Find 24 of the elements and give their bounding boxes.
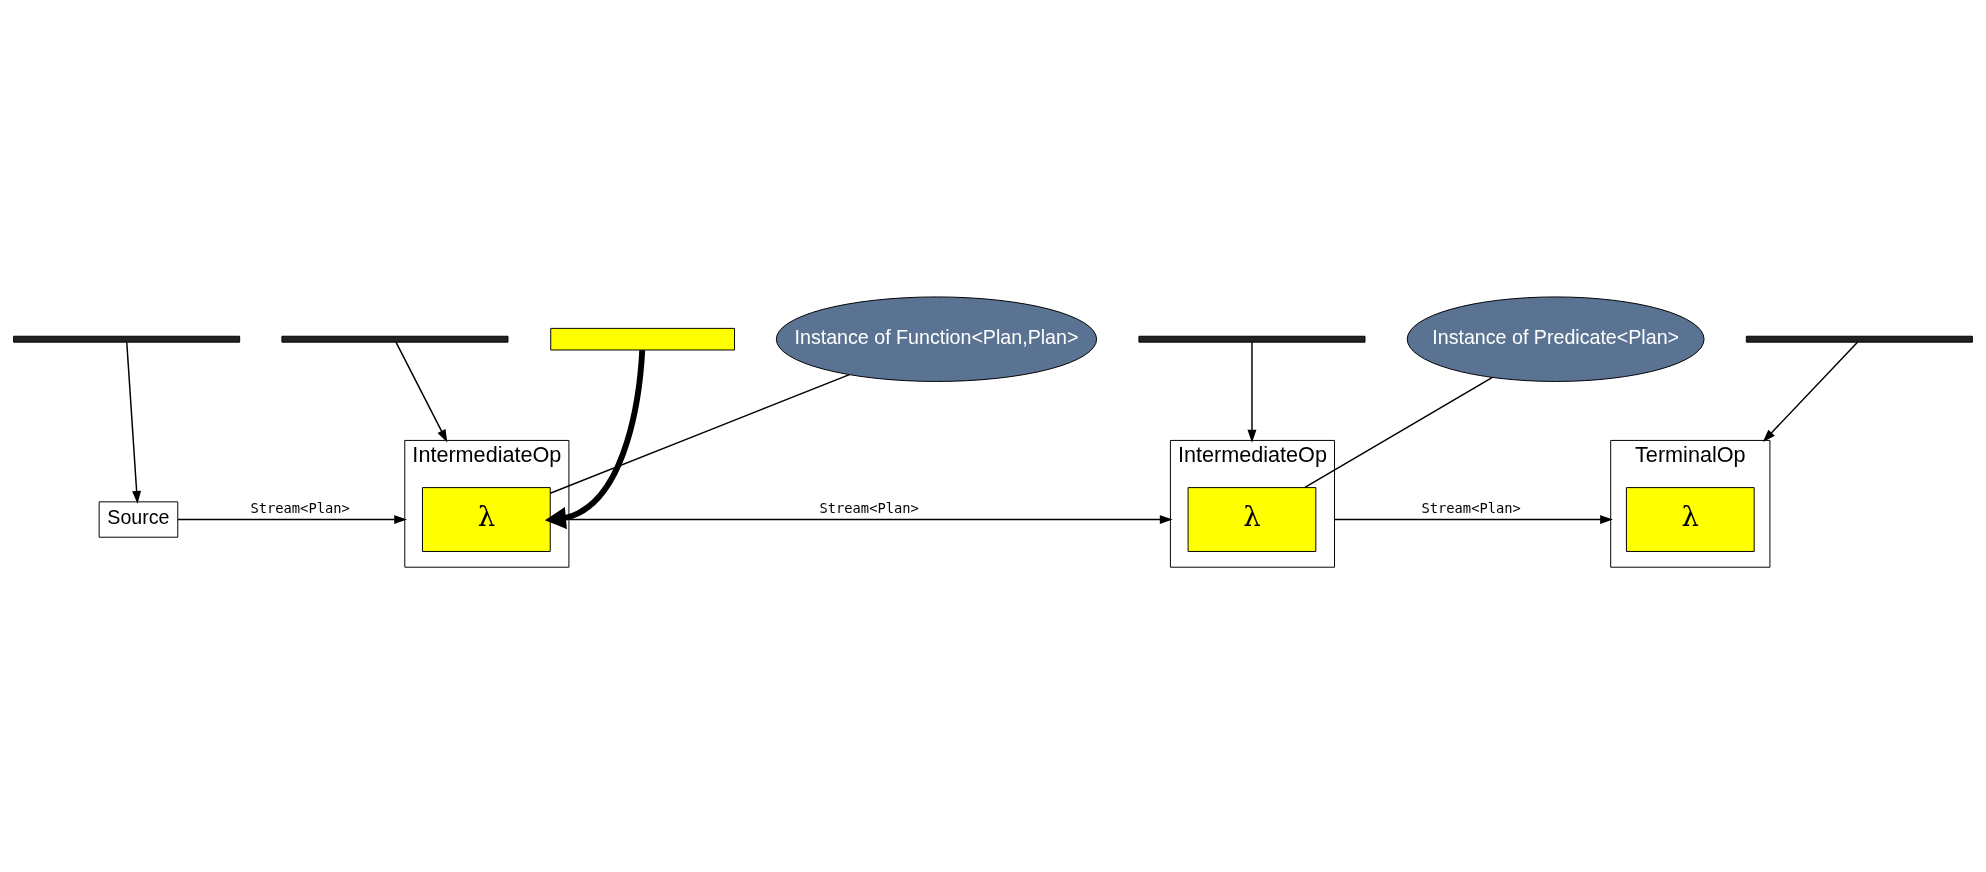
edge-label: Stream<Plan> <box>819 499 919 516</box>
arrow <box>544 349 646 530</box>
arrow <box>1333 515 1613 524</box>
node-box: λ <box>1625 487 1755 552</box>
arrow <box>126 341 142 504</box>
node-box: λ <box>1187 487 1317 552</box>
edge-label: Stream<Plan> <box>250 499 350 516</box>
connector <box>1304 376 1493 489</box>
node-box: Source <box>98 501 179 538</box>
arrow <box>1762 341 1859 443</box>
arrow <box>1247 341 1257 443</box>
node-bar <box>281 335 509 343</box>
edge-label: Stream<Plan> <box>1421 499 1521 516</box>
arrow <box>568 515 1173 524</box>
arrow <box>395 341 448 443</box>
node-box: λ <box>422 487 551 552</box>
arrow <box>177 515 407 524</box>
connector <box>549 373 851 494</box>
node-bar <box>13 335 241 343</box>
node-bar <box>1745 335 1973 343</box>
node-ellipse: Instance of Function<Plan,Plan> <box>775 296 1098 382</box>
node-ellipse: Instance of Predicate<Plan> <box>1406 296 1705 382</box>
node-bar <box>1138 335 1366 343</box>
node-box <box>550 327 735 351</box>
